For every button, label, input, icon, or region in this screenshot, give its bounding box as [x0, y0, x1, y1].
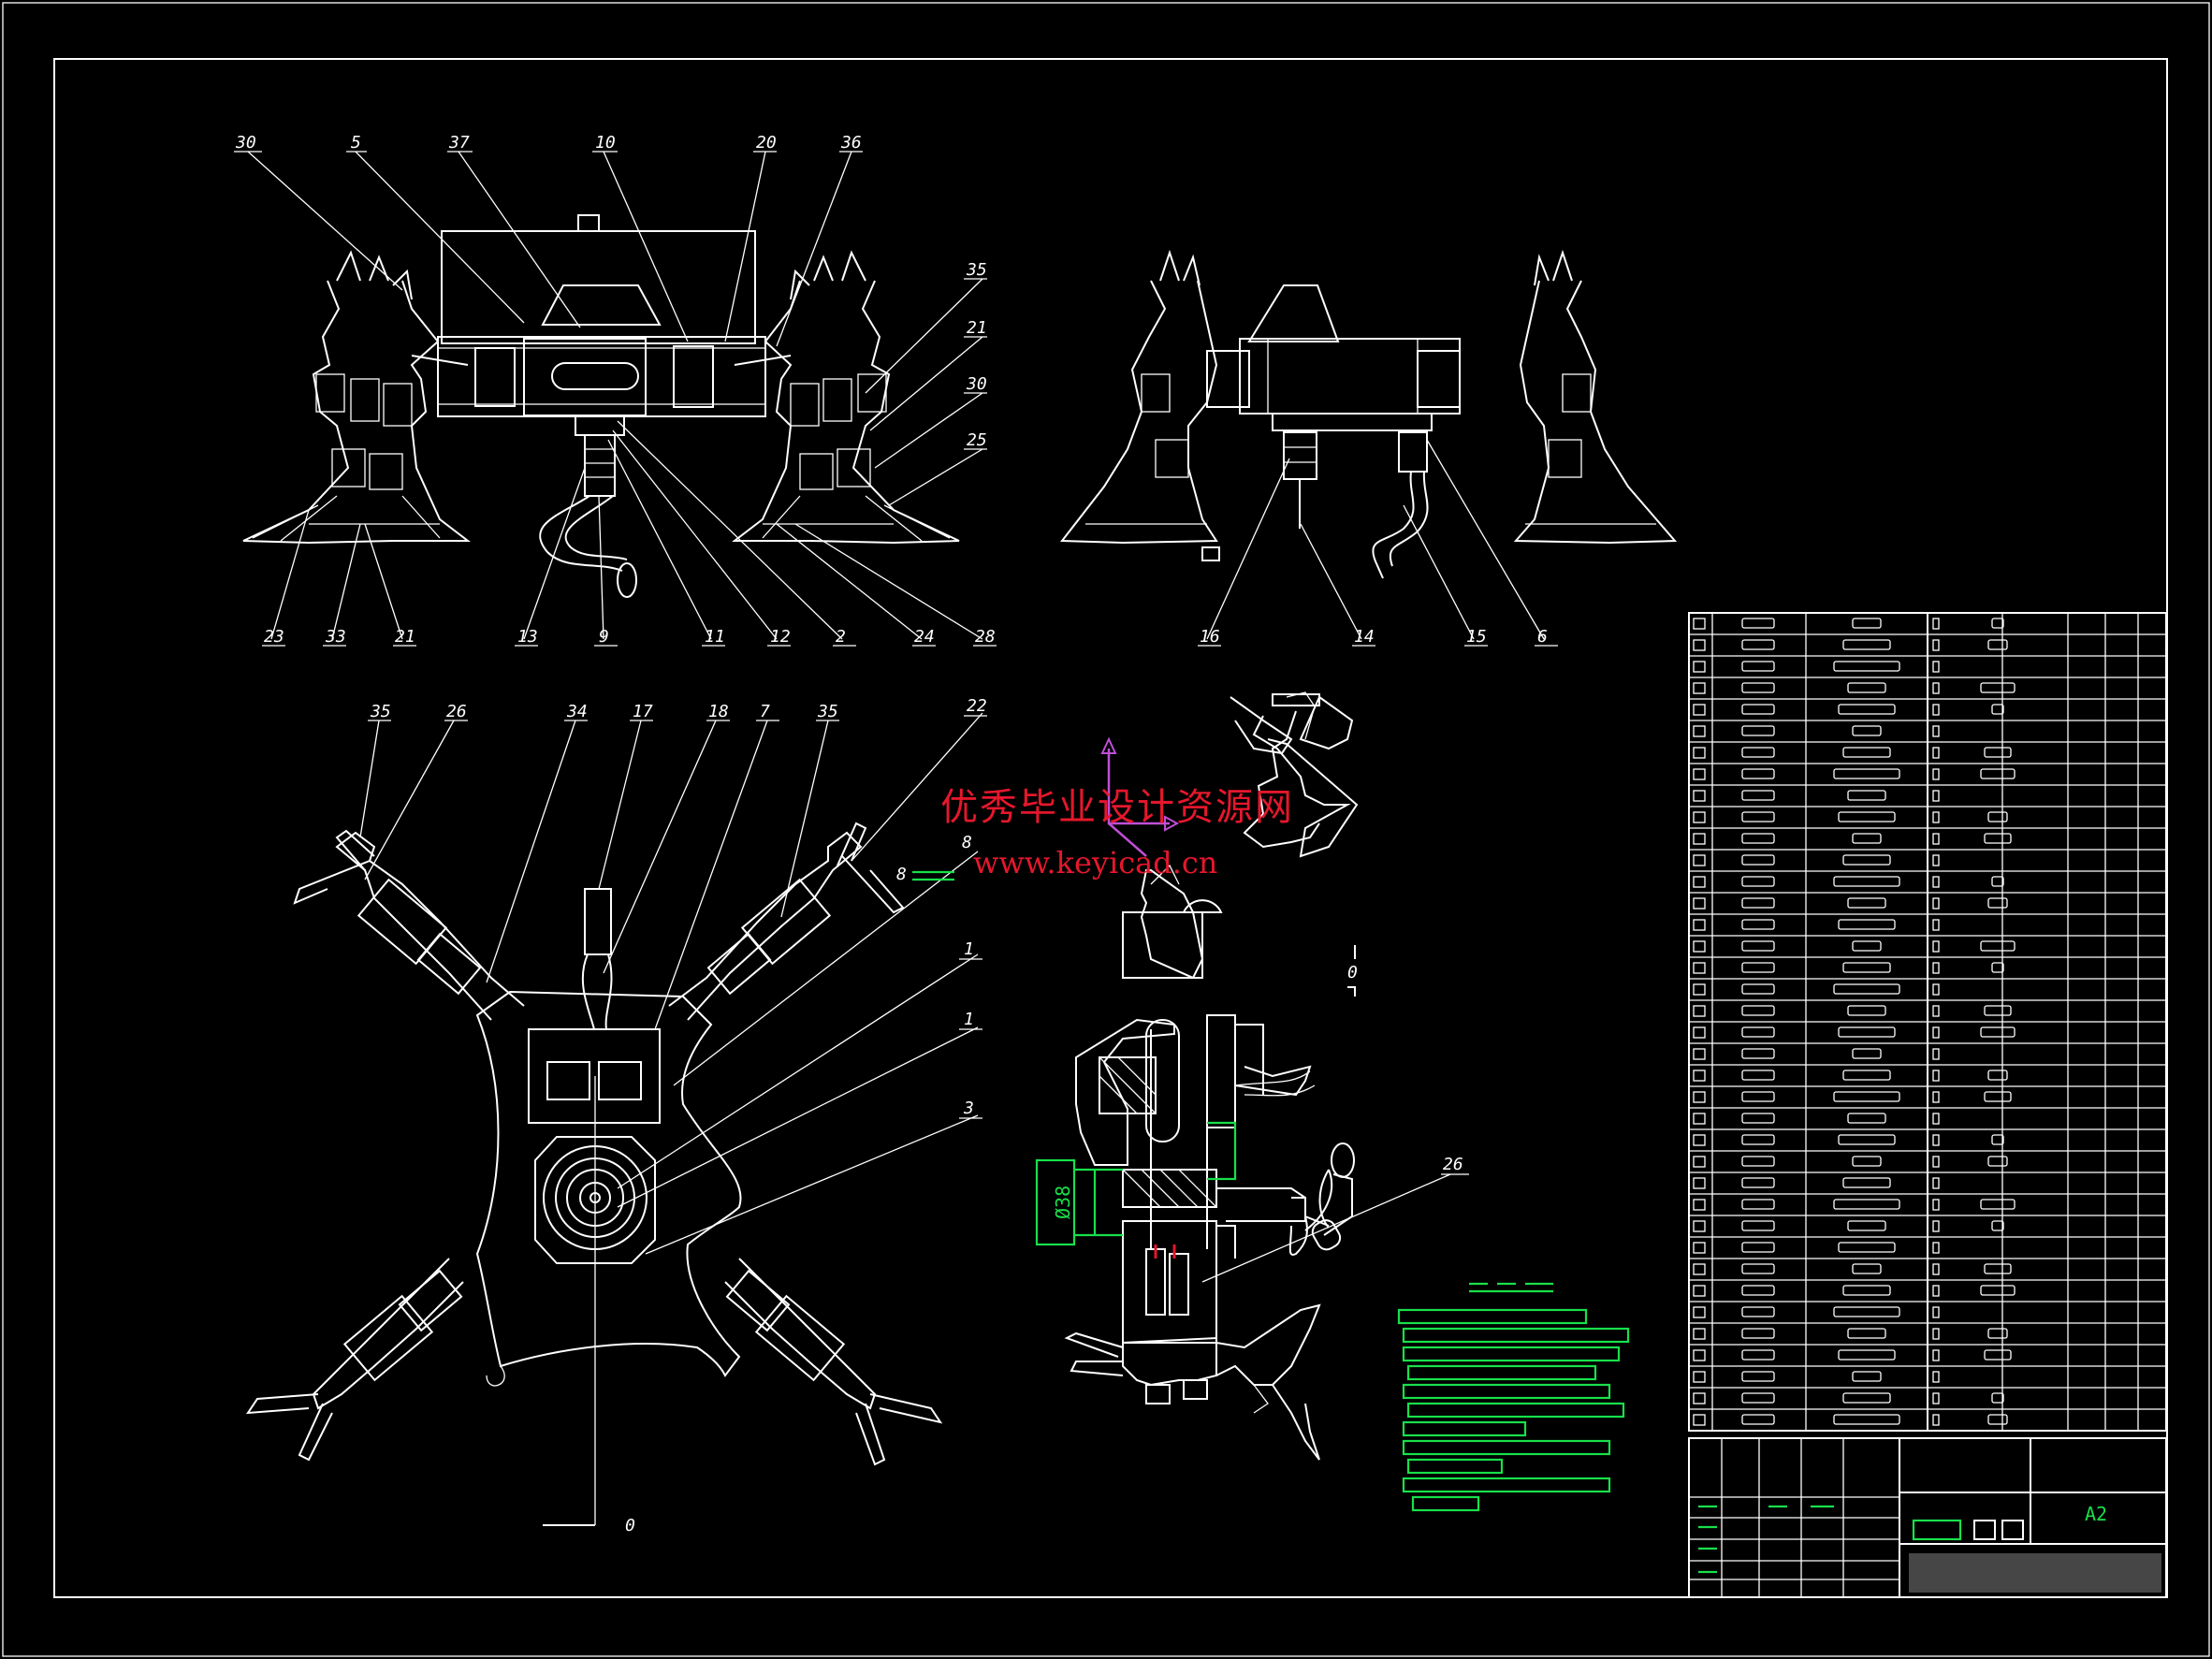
- callout-top-2: 26: [446, 702, 467, 721]
- callout-front-bottom-10: 28: [975, 627, 996, 647]
- callout-top-7: 35: [817, 702, 838, 721]
- callout-front-top-3: 37: [448, 133, 470, 153]
- side-view: 16 14 15 6: [1060, 249, 1678, 647]
- callout-side-3: 15: [1466, 627, 1487, 647]
- callout-top-right-2: 1: [964, 939, 974, 959]
- callout-side-1: 16: [1200, 627, 1220, 647]
- top-view-arm-upper-right: [668, 822, 905, 1021]
- callout-top-4: 17: [633, 702, 653, 721]
- callout-front-bottom-8: 2: [836, 627, 846, 647]
- front-right-leg: [732, 250, 960, 545]
- parts-list-table: [1688, 612, 2167, 1432]
- callout-front-bottom-9: 24: [914, 627, 935, 647]
- callout-front-bottom-3: 21: [395, 627, 415, 647]
- callout-front-top-2: 5: [351, 133, 361, 153]
- callout-front-bottom-6: 11: [705, 627, 725, 647]
- callout-front-top-6: 36: [840, 133, 862, 153]
- watermark-url: www.keyicad.cn: [973, 845, 1218, 880]
- section-mark-bottom: 0: [625, 1516, 635, 1535]
- callout-front-top-4: 10: [595, 133, 616, 153]
- callout-front-right-2: 21: [967, 318, 987, 338]
- callout-front-right-4: 25: [967, 430, 987, 450]
- section-mark-top: 8: [896, 865, 907, 884]
- watermark-chinese: 优秀毕业设计资源网: [940, 786, 1294, 829]
- top-view-arm-lower-left: [246, 1258, 464, 1462]
- callout-top-8: 22: [967, 696, 987, 716]
- title-block: A2: [1688, 1437, 2167, 1598]
- top-view: 35 26 34 17 18 7 35 22 8 1 1 3 8 0: [246, 696, 987, 1535]
- callout-top-right-4: 3: [963, 1099, 974, 1118]
- top-view-arm-upper-left: [293, 829, 525, 1021]
- callout-top-1: 35: [370, 702, 391, 721]
- callout-detail: 26: [1443, 1155, 1463, 1174]
- callout-front-right-1: 35: [966, 260, 987, 280]
- detail-view: 0: [1035, 691, 1469, 1461]
- callout-top-right-3: 1: [964, 1010, 974, 1029]
- top-view-arm-lower-right: [724, 1258, 943, 1466]
- callout-side-4: 6: [1537, 627, 1548, 647]
- callout-front-bottom-4: 13: [517, 627, 538, 647]
- callout-top-6: 7: [760, 702, 770, 721]
- callout-front-bottom-2: 33: [325, 627, 346, 647]
- callout-front-bottom-7: 12: [770, 627, 791, 647]
- callout-front-bottom-5: 9: [599, 627, 609, 647]
- callout-top-right-1: 8: [962, 833, 972, 852]
- svg-text:Ø38: Ø38: [1052, 1186, 1074, 1219]
- title-block-scale: A2: [2085, 1503, 2107, 1525]
- callout-front-top-1: 30: [235, 133, 256, 153]
- callout-top-5: 18: [708, 702, 729, 721]
- callout-top-3: 34: [566, 702, 588, 721]
- callout-front-bottom-1: 23: [264, 627, 284, 647]
- technical-requirements-block: [1397, 1282, 1630, 1512]
- callout-front-top-5: 20: [756, 133, 777, 153]
- front-view: 30 5 37 10 20 36 35 21 30 25 23 33 21 13…: [234, 133, 997, 647]
- detail-section-mark: 0: [1347, 963, 1358, 982]
- callout-front-right-3: 30: [966, 374, 987, 394]
- callout-side-2: 14: [1354, 627, 1375, 647]
- front-left-leg: [242, 250, 471, 545]
